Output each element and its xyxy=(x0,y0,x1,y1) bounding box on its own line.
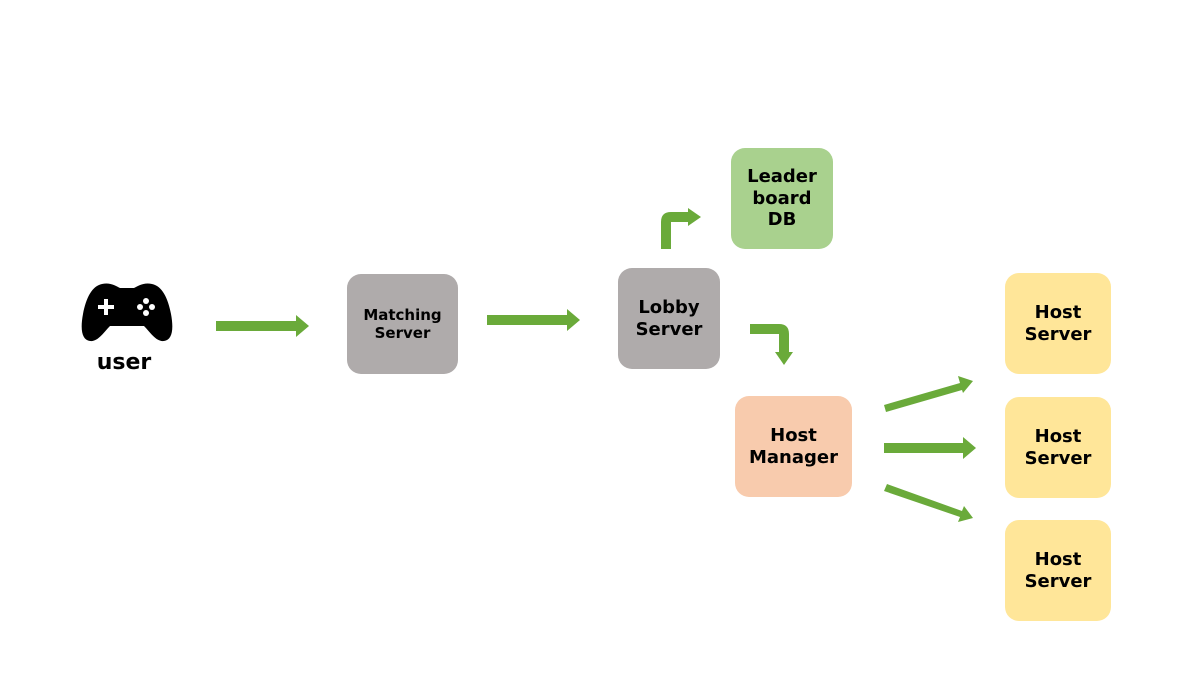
gamepad-icon xyxy=(81,283,173,342)
leaderboard-db-box: Leader board DB xyxy=(731,148,833,249)
host-manager-box: Host Manager xyxy=(735,396,852,497)
arrow-hostmanager-to-host3 xyxy=(884,484,973,522)
arrow-lobby-to-hostmanager xyxy=(750,324,793,365)
arrow-lobby-to-leaderboard xyxy=(661,208,701,249)
host-server-box-3: Host Server xyxy=(1005,520,1111,621)
arrow-user-to-matching xyxy=(216,315,309,337)
arrow-hostmanager-to-host2 xyxy=(884,437,976,459)
user-label: user xyxy=(96,350,152,375)
arrow-hostmanager-to-host1 xyxy=(884,376,973,412)
host-server-box-2: Host Server xyxy=(1005,397,1111,498)
matching-server-box: Matching Server xyxy=(347,274,458,374)
lobby-server-box: Lobby Server xyxy=(618,268,720,369)
arrow-matching-to-lobby xyxy=(487,309,580,331)
host-server-box-1: Host Server xyxy=(1005,273,1111,374)
